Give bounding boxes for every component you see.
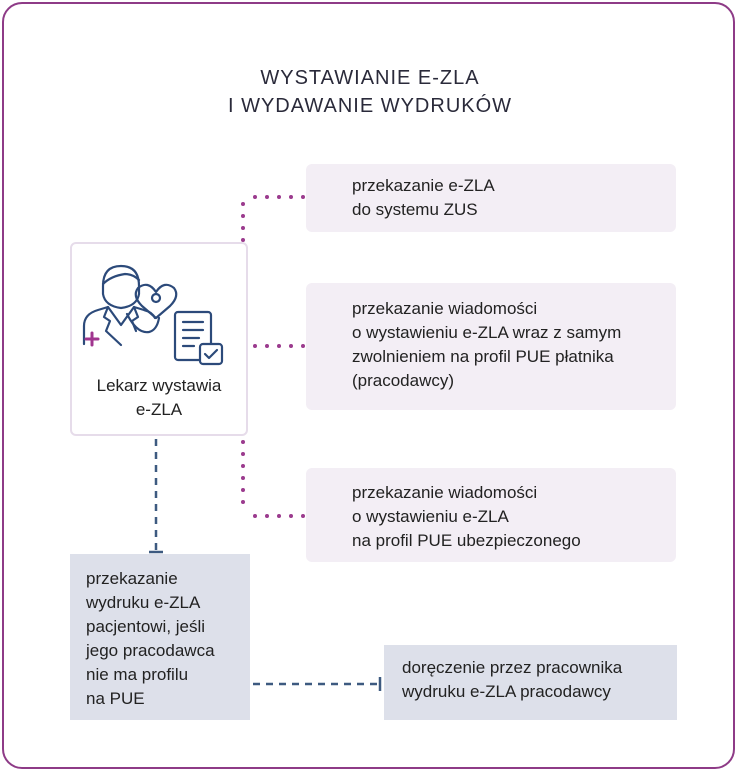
diagram-title-line2: I WYDAWANIE WYDRUKÓW: [227, 95, 513, 117]
box-text-line: o wystawieniu e-ZLA wraz z samym: [352, 323, 622, 342]
box-text-line: przekazanie wiadomości: [352, 299, 538, 318]
diagram-title-line1: WYSTAWIANIE E-ZLA: [260, 67, 480, 89]
box-text-line: przekazanie e-ZLA: [352, 176, 495, 195]
doctor-label-line1: Lekarz wystawia: [96, 376, 222, 395]
box-text-line: przekazanie wiadomości: [352, 483, 538, 502]
box-text-line: doręczenie przez pracownika: [402, 658, 623, 677]
box-text-line: o wystawieniu e-ZLA: [352, 507, 509, 526]
box-text-line: wydruku e-ZLA pracodawcy: [402, 682, 611, 701]
box-text-line: (pracodawcy): [352, 371, 455, 390]
box-text-line: do systemu ZUS: [352, 200, 478, 219]
box-text-line: przekazanie: [86, 569, 178, 588]
box-zus-transfer: przekazanie e-ZLA do systemu ZUS: [306, 164, 676, 232]
box-text-line: jego pracodawca: [86, 641, 215, 660]
doctor-label-line2: e-ZLA: [135, 400, 183, 419]
box-text-line: wydruku e-ZLA: [86, 593, 201, 612]
box-text-line: zwolnieniem na profil PUE płatnika: [352, 347, 614, 366]
box-text-line: nie ma profilu: [86, 665, 189, 684]
doctor-with-stethoscope-and-document-icon: [82, 264, 224, 366]
box-employer-message: przekazanie wiadomości o wystawieniu e-Z…: [306, 283, 676, 410]
box-insured-message: przekazanie wiadomości o wystawieniu e-Z…: [306, 468, 676, 562]
box-text-line: na profil PUE ubezpieczonego: [352, 531, 581, 550]
doctor-label: Lekarz wystawia e-ZLA: [72, 374, 246, 422]
box-delivery-to-employer: doręczenie przez pracownika wydruku e-ZL…: [384, 645, 677, 720]
doctor-box: Lekarz wystawia e-ZLA: [70, 242, 248, 436]
box-printout-to-patient: przekazanie wydruku e-ZLA pacjentowi, je…: [70, 554, 250, 720]
box-text-line: pacjentowi, jeśli: [86, 617, 206, 636]
box-text-line: na PUE: [86, 689, 145, 708]
